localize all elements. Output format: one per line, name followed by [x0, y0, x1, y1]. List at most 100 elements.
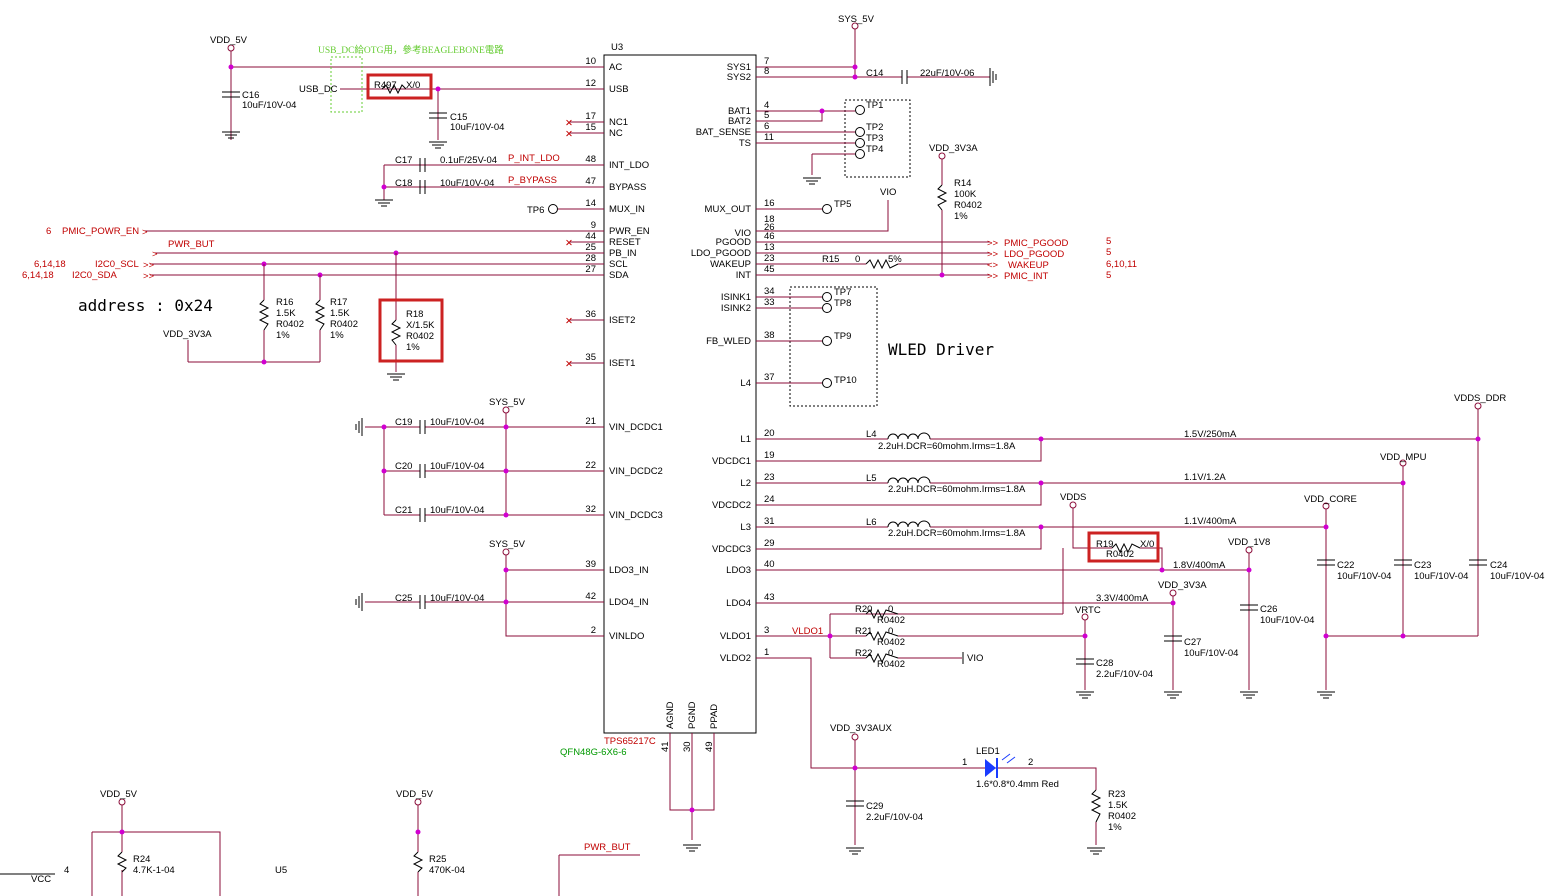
c28-val: 2.2uF/10V-04 [1096, 669, 1153, 680]
pin-number: 2 [591, 625, 596, 636]
r20-pkg: R0402 [877, 615, 905, 626]
svg-text:✕: ✕ [565, 129, 573, 140]
r15-ref: R15 [822, 254, 839, 265]
pin-name: FB_WLED [706, 336, 751, 347]
r17-pkg: R0402 [330, 319, 358, 330]
pin-number: 46 [764, 231, 775, 242]
i2c-scl: I2C0_SCL [95, 259, 139, 270]
svg-text:>>: >> [987, 271, 999, 282]
pmic-int: PMIC_INT [1004, 271, 1049, 282]
svg-text:>: > [142, 227, 148, 238]
pin-number: 49 [704, 741, 715, 752]
c24-ref: C24 [1490, 560, 1507, 571]
l6-ref: L6 [866, 517, 877, 528]
rail-2: 1.1V/1.2A [1184, 472, 1226, 483]
r15-val: 0 [855, 254, 860, 265]
pin-number: 41 [660, 741, 671, 752]
pin-number: 27 [585, 264, 596, 275]
pin-name: SYS2 [727, 72, 751, 83]
pin-number: 19 [764, 450, 775, 461]
pin-name: INT [736, 270, 752, 281]
pin-name: VDCDC1 [712, 456, 751, 467]
r21-val: 0 [888, 626, 893, 637]
pin-name: LDO_PGOOD [691, 248, 751, 259]
pin-name: TS [739, 138, 751, 149]
pin-name: LDO4_IN [609, 597, 649, 608]
c15-val: 10uF/10V-04 [450, 122, 504, 133]
pin-number: 1 [764, 647, 769, 658]
usb-dc-label: USB_DC [299, 84, 338, 95]
pin-name: BAT2 [728, 116, 751, 127]
c17-val: 0.1uF/25V-04 [440, 155, 497, 166]
pin-number: 34 [764, 286, 775, 297]
usb-note: USB_DC給OTG用，參考BEAGLEBONE電路 [318, 44, 504, 56]
pin-name: BYPASS [609, 182, 646, 193]
pin-number: 25 [585, 242, 596, 253]
pin-name: BAT_SENSE [696, 127, 751, 138]
pin-number: 21 [585, 416, 596, 427]
pin-name: WAKEUP [710, 259, 751, 270]
rail-5: 3.3V/400mA [1096, 593, 1149, 604]
pin-name: L1 [740, 434, 751, 445]
led1-symbol [985, 759, 996, 777]
c20-ref: C20 [395, 461, 412, 472]
c26-val: 10uF/10V-04 [1260, 615, 1314, 626]
rail-1: 1.5V/250mA [1184, 429, 1237, 440]
pin-number: 36 [585, 309, 596, 320]
pwr-but-net: PWR_BUT [168, 239, 215, 250]
r17-ref: R17 [330, 297, 347, 308]
r497-highlight [366, 73, 433, 100]
vio-top: VIO [880, 187, 896, 198]
p-bypass: P_BYPASS [508, 175, 557, 186]
vdds: VDDS [1060, 492, 1086, 503]
vdd3v3aux: VDD_3V3AUX [830, 723, 892, 734]
svg-text:<>: <> [987, 260, 999, 271]
c25-ref: C25 [395, 593, 412, 604]
pin-name: ISINK1 [721, 292, 751, 303]
pin-name: VIN_DCDC2 [609, 466, 663, 477]
c26-ref: C26 [1260, 604, 1277, 615]
ldo-pgood: LDO_PGOOD [1004, 249, 1064, 260]
c29-ref: C29 [866, 801, 883, 812]
c22-val: 10uF/10V-04 [1337, 571, 1391, 582]
c23-val: 10uF/10V-04 [1414, 571, 1468, 582]
sys5v-top: SYS_5V [838, 14, 875, 25]
r18-ref: R18 [406, 309, 423, 320]
svg-text:✕: ✕ [565, 316, 573, 327]
led1-val: 1.6*0.8*0.4mm Red [976, 779, 1059, 790]
pin-name: NC1 [609, 117, 628, 128]
pin-number: 5 [764, 110, 769, 121]
r18-highlight [378, 298, 444, 363]
r25-ref: R25 [429, 854, 446, 865]
vdd5v-label: VDD_5V [210, 35, 248, 46]
int-ref: 5 [1106, 270, 1111, 281]
pin-4: 4 [64, 865, 69, 876]
wled-driver: WLED Driver [888, 340, 994, 359]
svg-text:>>: >> [987, 249, 999, 260]
pin-name: VDCDC3 [712, 544, 751, 555]
r20-ref: R20 [855, 604, 872, 615]
pin-name: VIN_DCDC3 [609, 510, 663, 521]
pin-name: PB_IN [609, 248, 637, 259]
tp6: TP6 [527, 205, 544, 216]
pin-name: ISINK2 [721, 303, 751, 314]
vdd-core: VDD_CORE [1304, 494, 1357, 505]
pin-number: 35 [585, 352, 596, 363]
pin-name: PPAD [709, 704, 720, 729]
pin-number: 10 [585, 56, 596, 67]
pin-name: VIO [735, 228, 751, 239]
p-int-ldo: P_INT_LDO [508, 153, 560, 164]
pin-number: 12 [585, 78, 596, 89]
svg-text:>: > [152, 249, 158, 260]
pin-number: 30 [682, 741, 693, 752]
c23-ref: C23 [1414, 560, 1431, 571]
c27-ref: C27 [1184, 637, 1201, 648]
pin-number: 24 [764, 494, 775, 505]
pin-name: BAT1 [728, 106, 751, 117]
svg-text:>>: >> [987, 238, 999, 249]
pmic-powr-en-ref: 6 [46, 226, 51, 237]
r20-val: 0 [888, 604, 893, 615]
i2c-address: address : 0x24 [78, 296, 213, 315]
pin-number: 26 [764, 222, 775, 233]
pin-name: VDCDC2 [712, 500, 751, 511]
